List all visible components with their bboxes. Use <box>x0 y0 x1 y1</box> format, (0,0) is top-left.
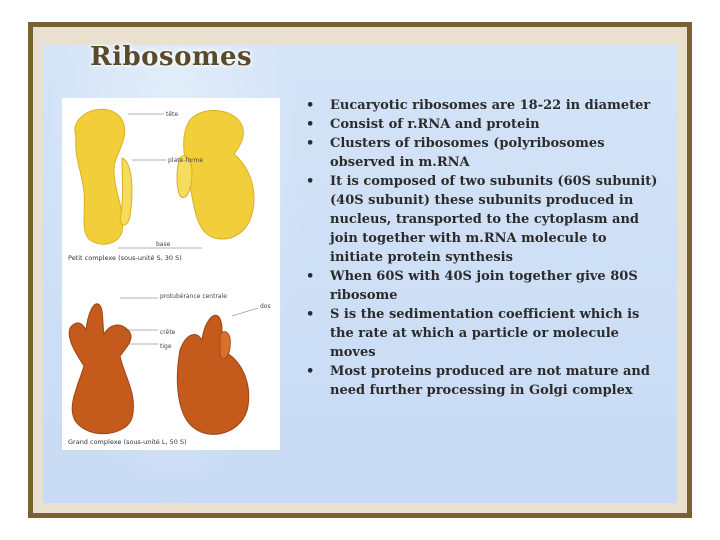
bullet-text: Most proteins produced are not mature an… <box>330 364 650 398</box>
bullet-text: S is the sedimentation coefficient which… <box>330 307 640 360</box>
slide-title: Ribosomes <box>90 42 253 72</box>
bullet-text: Consist of r.RNA and protein <box>330 117 540 132</box>
label-back: dos <box>260 303 271 310</box>
bullet-item: • When 60S with 40S join together give 80… <box>302 267 662 305</box>
bullet-text: Eucaryotic ribosomes are 18-22 in diamet… <box>330 98 651 113</box>
label-head: tête <box>166 111 178 118</box>
bullet-dot: • <box>306 136 315 151</box>
bullet-item: • It is composed of two subunits (60S sub… <box>302 172 662 267</box>
bullet-list: • Eucaryotic ribosomes are 18-22 in diame… <box>302 96 662 400</box>
bullet-text: When 60S with 40S join together give 80S… <box>330 269 638 303</box>
bullet-dot: • <box>306 307 315 322</box>
bullet-dot: • <box>306 98 315 113</box>
bullet-dot: • <box>306 174 315 189</box>
small-subunit-caption: Petit complexe (sous-unité S, 30 S) <box>68 254 182 262</box>
bullet-text: It is composed of two subunits (60S subu… <box>330 174 658 265</box>
ribosome-figure: tête plate-forme base Petit complexe (so… <box>62 98 280 450</box>
bullet-dot: • <box>306 117 315 132</box>
bullet-item: • Consist of r.RNA and protein <box>302 115 662 134</box>
label-stalk: tige <box>160 343 172 350</box>
bullet-item: • S is the sedimentation coefficient whic… <box>302 305 662 362</box>
bullet-item: • Eucaryotic ribosomes are 18-22 in diame… <box>302 96 662 115</box>
bullet-dot: • <box>306 269 315 284</box>
bullet-dot: • <box>306 364 315 379</box>
large-subunit-left-view <box>68 303 134 435</box>
label-base: base <box>156 241 171 248</box>
small-subunit-right-view <box>176 110 255 240</box>
large-subunit-right-view <box>176 314 250 435</box>
label-platform: plate-forme <box>168 157 203 164</box>
label-ridge: crête <box>160 329 176 336</box>
ribosome-illustration: tête plate-forme base Petit complexe (so… <box>68 108 271 446</box>
small-subunit-left-view <box>74 108 133 245</box>
bullet-item: • Most proteins produced are not mature a… <box>302 362 662 400</box>
bullet-text: Clusters of ribosomes (polyribosomes obs… <box>330 136 605 170</box>
label-protuberance: protubérance centrale <box>160 293 227 300</box>
large-subunit-caption: Grand complexe (sous-unité L, 50 S) <box>68 438 187 446</box>
bullet-item: • Clusters of ribosomes (polyribosomes ob… <box>302 134 662 172</box>
